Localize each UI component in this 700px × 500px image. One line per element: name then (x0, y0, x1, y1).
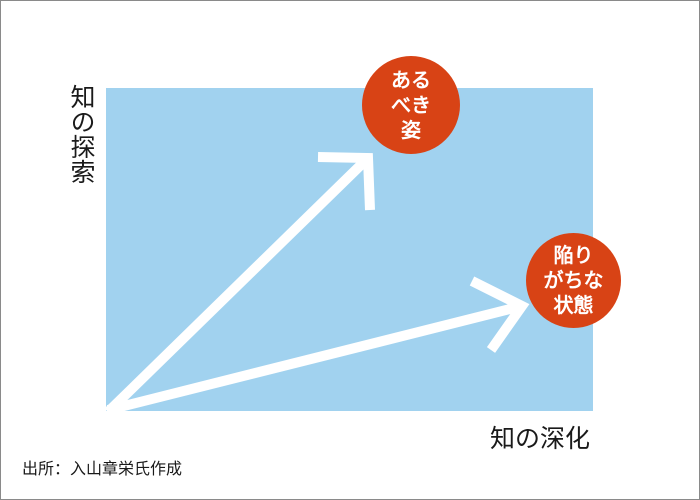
source-caption: 出所：入山章栄氏作成 (22, 459, 183, 478)
node-trap-state: 陥り がちな 状態 (526, 233, 621, 328)
plot-area (106, 88, 593, 411)
arrow-to-ideal (104, 152, 375, 416)
node-trap-line-3: 状態 (553, 293, 594, 317)
node-trap-line-2: がちな (543, 268, 604, 292)
node-ideal-state: ある べき 姿 (362, 56, 460, 154)
y-axis-label: 知の探索 (67, 84, 96, 184)
node-ideal-line-2: べき (391, 92, 431, 117)
node-trap-line-1: 陥り (553, 243, 594, 267)
node-ideal-line-1: ある (391, 67, 431, 92)
node-ideal-line-3: 姿 (401, 117, 421, 142)
arrow-to-trap (106, 276, 530, 415)
x-axis-label: 知の深化 (490, 424, 591, 453)
